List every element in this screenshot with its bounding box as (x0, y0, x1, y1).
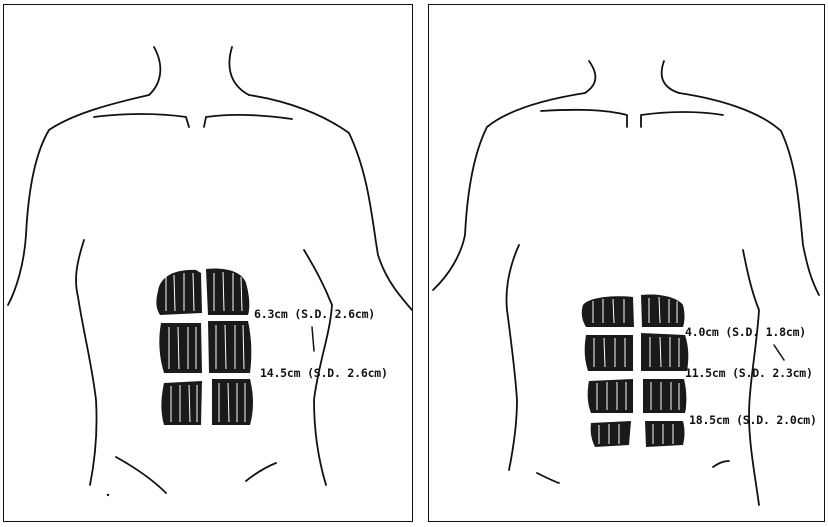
rectus-muscle-left (156, 269, 253, 425)
muscle-segment (641, 294, 685, 327)
inguinal-right-line (246, 463, 276, 481)
waist-left-line (507, 245, 520, 470)
shoulder-left-line (8, 95, 149, 305)
shoulder-right-line (679, 93, 819, 295)
muscle-segment (591, 421, 631, 447)
muscle-segment (161, 381, 202, 425)
inguinal-left-line (116, 457, 166, 493)
measurement-label: 4.0cm (S.D. 1.8cm) (685, 325, 806, 339)
clavicle-right-line (641, 112, 723, 127)
muscle-segment (156, 270, 202, 315)
neck-right-line (662, 61, 679, 93)
torso-panel-right: 4.0cm (S.D. 1.8cm) 11.5cm (S.D. 2.3cm) 1… (428, 4, 825, 522)
muscle-segment (585, 335, 633, 371)
neck-left-line (149, 47, 160, 95)
waist-left-line (76, 240, 97, 485)
measurement-label: 14.5cm (S.D. 2.6cm) (260, 366, 388, 380)
measurement-label: 6.3cm (S.D. 2.6cm) (254, 307, 375, 321)
dot-mark (107, 494, 109, 496)
inguinal-left-line (537, 473, 559, 483)
torso-drawing-left (4, 5, 414, 523)
muscle-segment (206, 269, 249, 315)
muscle-segment (645, 421, 685, 447)
muscle-segment (212, 379, 253, 425)
muscle-segment (582, 296, 634, 327)
muscle-segment (641, 333, 688, 371)
leader-line (312, 327, 314, 351)
measurement-label: 18.5cm (S.D. 2.0cm) (689, 413, 817, 427)
neck-left-line (585, 61, 595, 93)
neck-right-line (229, 47, 249, 95)
leader-line (684, 393, 685, 409)
torso-drawing-right (429, 5, 826, 523)
inguinal-right-line (713, 461, 729, 467)
clavicle-left-line (94, 114, 189, 127)
shoulder-right-line (249, 95, 412, 310)
torso-panel-left: 6.3cm (S.D. 2.6cm) 14.5cm (S.D. 2.6cm) (3, 4, 413, 522)
muscle-segment (643, 379, 686, 413)
clavicle-right-line (204, 115, 292, 127)
muscle-segment (208, 321, 251, 373)
shoulder-left-line (433, 93, 585, 290)
rectus-muscle-right (582, 294, 689, 447)
measurement-label: 11.5cm (S.D. 2.3cm) (685, 366, 813, 380)
leader-line (774, 345, 784, 360)
clavicle-left-line (541, 110, 627, 127)
